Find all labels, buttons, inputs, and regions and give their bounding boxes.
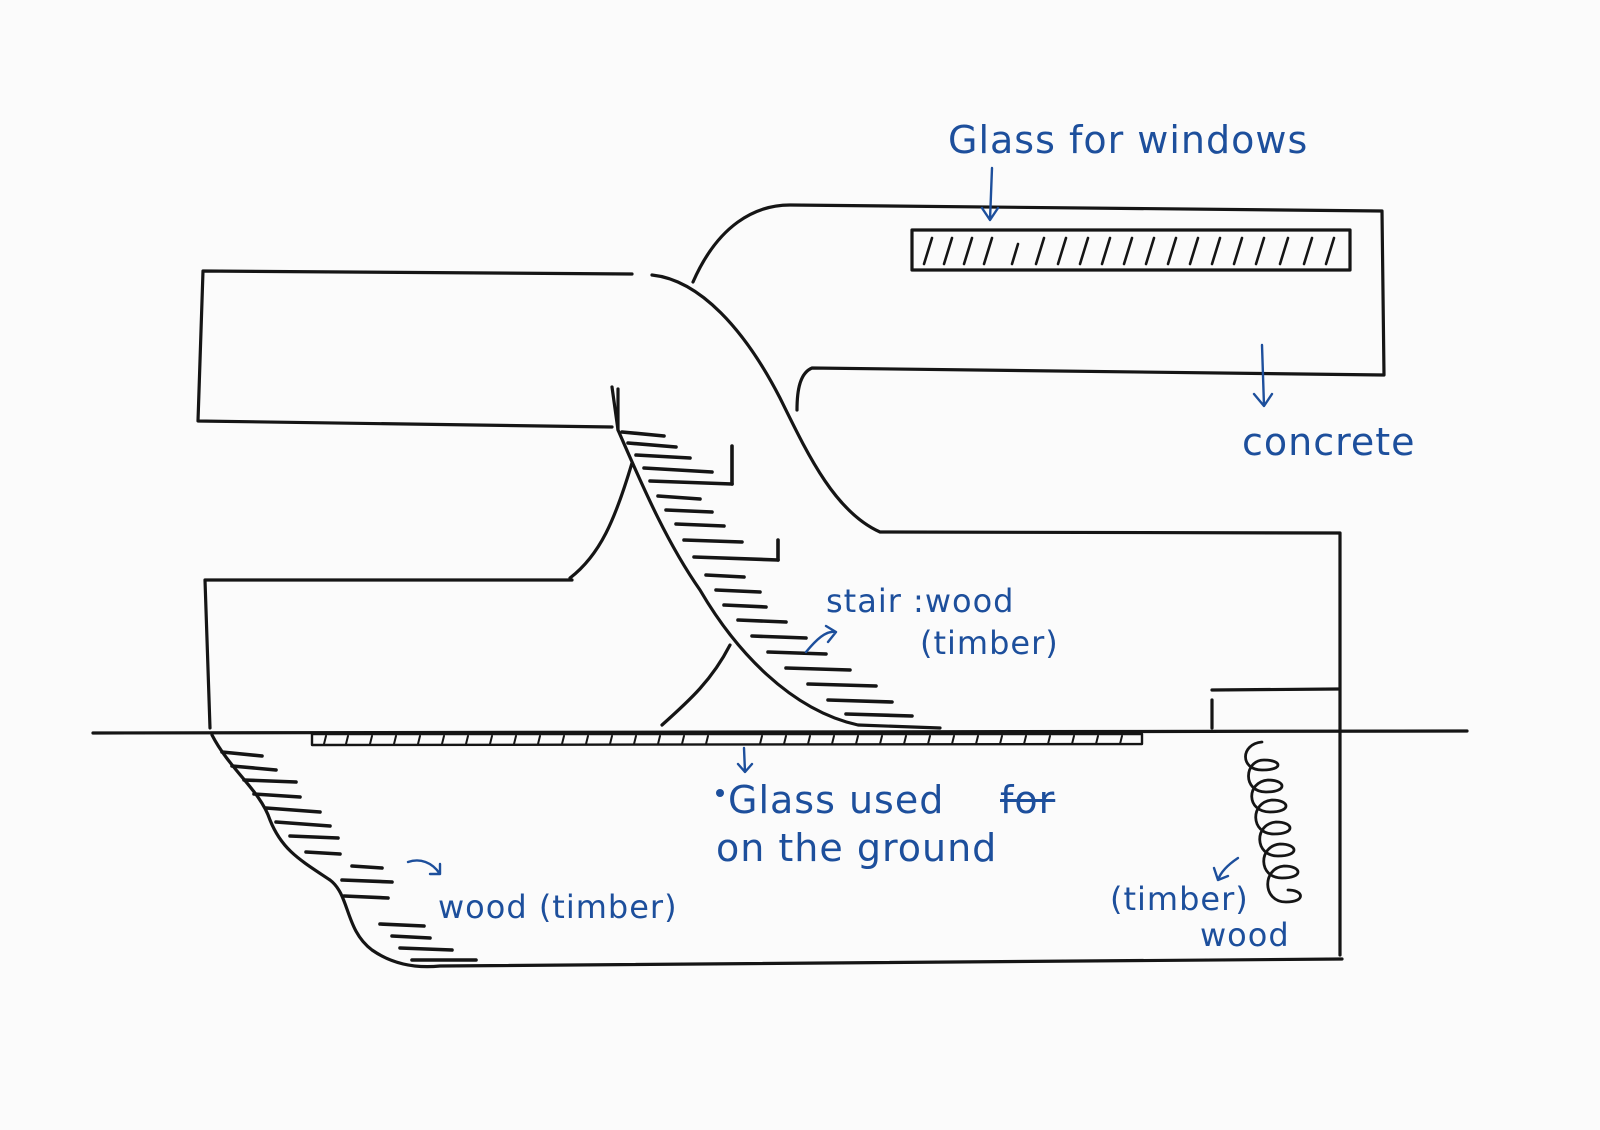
arrow-wood-left xyxy=(406,859,442,876)
right-ground-box xyxy=(1210,687,1340,730)
arrow-glass-windows xyxy=(980,166,1000,222)
stair-post xyxy=(610,385,620,432)
basement-outline xyxy=(210,733,1344,969)
label-glass-for-windows: Glass for windows xyxy=(948,118,1309,162)
arrow-glass-ground xyxy=(736,746,754,774)
basement-wood-hatching xyxy=(220,750,478,962)
arrow-stair xyxy=(804,624,838,654)
arrow-concrete xyxy=(1252,343,1274,408)
label-glass-for-struck: for xyxy=(1000,778,1056,822)
lower-left-volume xyxy=(203,578,574,730)
glass-floor-strip xyxy=(310,732,1144,747)
label-wood-right: wood xyxy=(1200,916,1290,954)
upper-left-slab xyxy=(196,269,634,429)
timber-spring xyxy=(1244,740,1302,904)
bullet-dot xyxy=(716,789,724,797)
label-glass-used: Glass used xyxy=(728,778,945,822)
label-on-the-ground: on the ground xyxy=(716,826,998,870)
label-concrete: concrete xyxy=(1242,420,1416,464)
window-glass-hatching xyxy=(922,236,1336,266)
label-stair-timber: (timber) xyxy=(920,624,1059,662)
connecting-curve xyxy=(650,273,1342,957)
stair-treads xyxy=(620,430,914,718)
upper-right-window-block xyxy=(691,203,1386,412)
window-glass-strip xyxy=(910,228,1352,272)
ground-line xyxy=(91,729,1469,735)
label-wood-timber-left: wood (timber) xyxy=(438,888,678,926)
lower-left-curve xyxy=(568,461,634,580)
label-stair-wood: stair :wood xyxy=(826,582,1015,620)
label-timber-right: (timber) xyxy=(1110,880,1249,918)
stair-stringer xyxy=(616,387,942,730)
stair-support xyxy=(660,643,732,727)
arrow-timber-right xyxy=(1212,856,1240,882)
